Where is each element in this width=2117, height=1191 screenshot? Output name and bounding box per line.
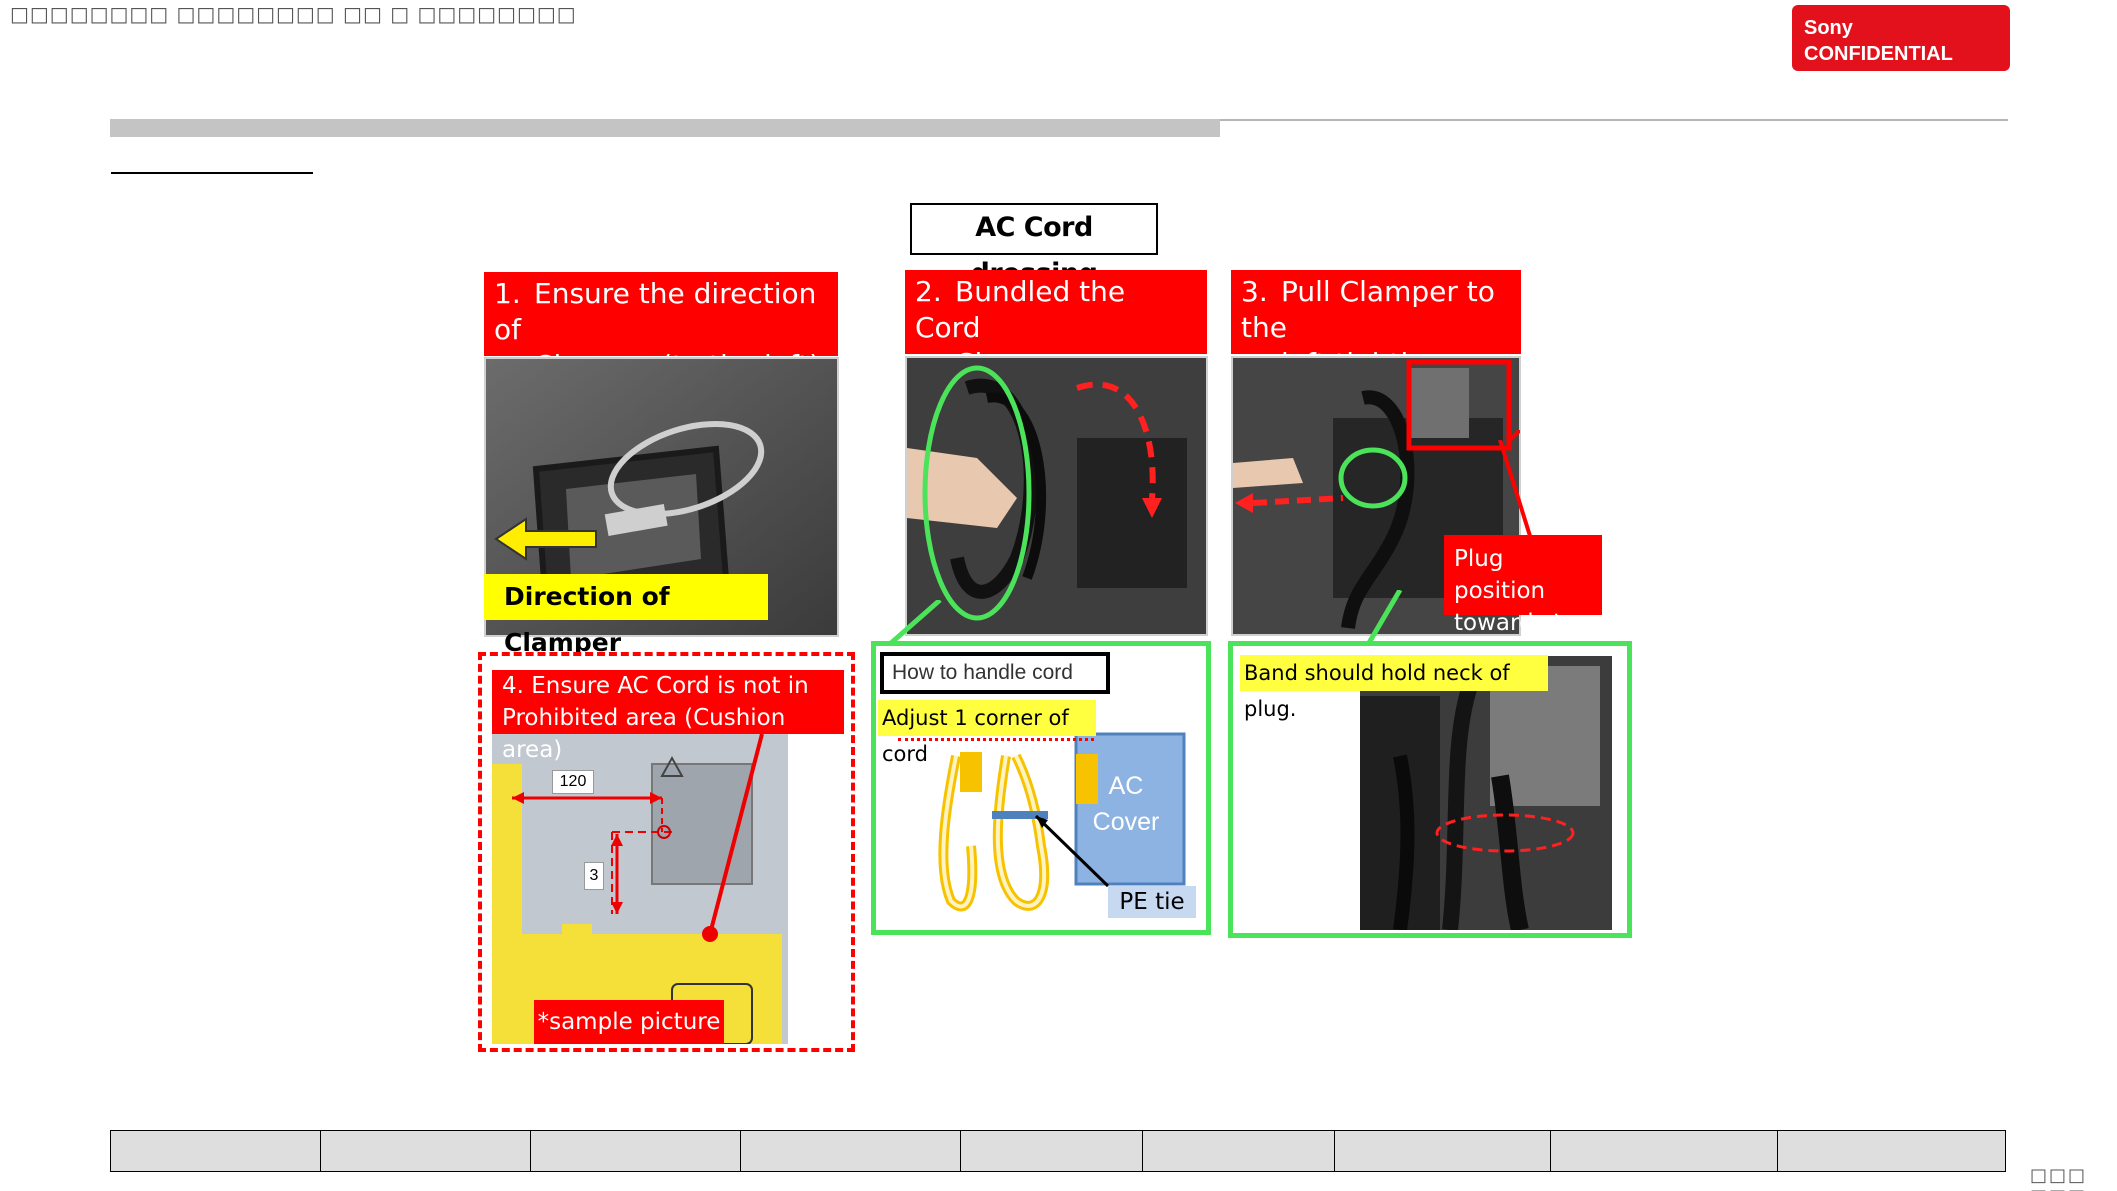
- pe-tie-label: PE tie: [1108, 886, 1196, 918]
- plug-callout-leader: [1498, 440, 1532, 537]
- step3-number: 3.: [1241, 275, 1268, 308]
- step4-diagram-drawing: [492, 734, 788, 1044]
- step4-frame: [478, 652, 855, 1052]
- band-hold-label: Band should hold neck of plug.: [1240, 655, 1548, 721]
- plug-position-callout: Plug position towards top: [1444, 535, 1602, 636]
- cord-handling-drawing: [938, 732, 1186, 912]
- confidential-badge: Sony CONFIDENTIAL For Authorized Service…: [1792, 5, 2010, 87]
- plug-callout-line1: Plug position: [1454, 546, 1546, 604]
- step3-header: 3.Pull Clamper to the left tightly: [1231, 270, 1521, 380]
- page-title: AC Cord dressing: [910, 203, 1158, 289]
- footer-table: [110, 1130, 2006, 1172]
- step2-number: 2.: [915, 275, 942, 308]
- header-garbled-text: □□□□□□□□ □□□□□□□□ □□ □ □□□□□□□□: [10, 2, 577, 26]
- step1-number: 1.: [494, 277, 521, 310]
- footer-table-cell: [111, 1131, 321, 1171]
- header-gray-bar: [110, 119, 1220, 137]
- step2-line1: Bundled the Cord: [915, 275, 1126, 344]
- step4-header: 4. Ensure AC Cord is not in Prohibited a…: [492, 670, 844, 763]
- sample-picture-label: *sample picture: [534, 1000, 724, 1044]
- footer-table-cell: [321, 1131, 531, 1171]
- cord-panel-heading: How to handle cord: [880, 652, 1110, 694]
- footer-table-cell: [1551, 1131, 1778, 1171]
- band-panel-leader: [1363, 590, 1403, 650]
- footer-table-cell: [961, 1131, 1143, 1171]
- footer-table-cell: [1778, 1131, 2005, 1171]
- footer-table-cell: [741, 1131, 961, 1171]
- footer-table-cell: [1335, 1131, 1551, 1171]
- step2-photo-drawing: [907, 358, 1206, 634]
- step1-direction-label: Direction of Clamper: [484, 574, 768, 657]
- footer-table-cell: [531, 1131, 741, 1171]
- dimension-120-label: 120: [552, 770, 594, 794]
- dimension-small-label: 3: [584, 862, 604, 890]
- confidential-line2: For Authorized Servicer: [1804, 70, 1985, 87]
- ac-cover-line1: AC: [1108, 772, 1144, 800]
- step2-photo: [905, 356, 1208, 636]
- plug-callout-line2: towards top: [1454, 610, 1591, 636]
- header-rule: [1220, 119, 2008, 121]
- band-photo: [1360, 656, 1612, 930]
- footer-table-cell: [1143, 1131, 1335, 1171]
- step2-header: 2.Bundled the Cord Clamper: [905, 270, 1207, 380]
- step3-photo-drawing: [1233, 358, 1519, 634]
- page-footer-text: □□□ □□□: [2030, 1165, 2088, 1191]
- step4-line1: 4. Ensure AC Cord is not in: [502, 673, 809, 699]
- step1-line1: Ensure the direction of: [494, 277, 817, 346]
- section-underline: [111, 172, 313, 174]
- confidential-line1: Sony CONFIDENTIAL: [1804, 17, 1953, 65]
- step1-header: 1.Ensure the direction of Clamper (to th…: [484, 272, 838, 382]
- band-photo-drawing: [1360, 656, 1612, 930]
- adjust-corner-underline: [898, 738, 1094, 742]
- ac-cover-label: AC Cover: [1076, 768, 1176, 840]
- ac-cover-line2: Cover: [1092, 808, 1160, 836]
- step4-diagram: [492, 734, 788, 1044]
- step3-line1: Pull Clamper to the: [1241, 275, 1495, 344]
- adjust-corner-label: Adjust 1 corner of cord: [878, 700, 1096, 766]
- plug-callout-pointer: [1508, 430, 1520, 442]
- step4-line2: Prohibited area (Cushion area): [502, 705, 786, 763]
